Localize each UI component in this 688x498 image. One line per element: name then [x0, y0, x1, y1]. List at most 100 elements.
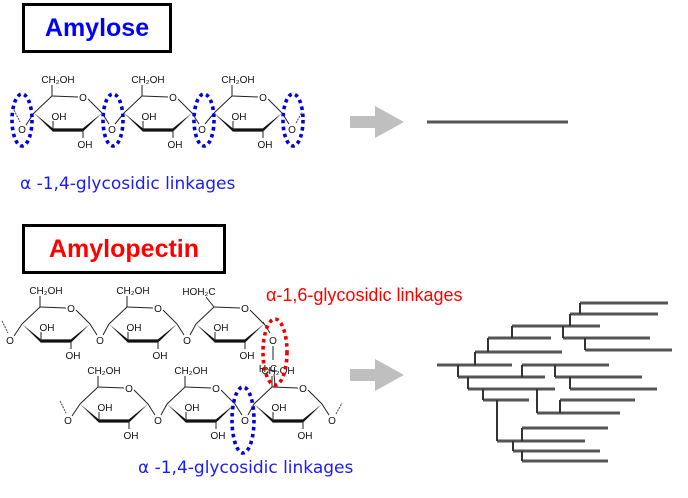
chain-end-bond [59, 400, 67, 414]
wedge-bond [167, 404, 186, 423]
ring-bond [141, 95, 169, 98]
hydroxyl-label: OH [78, 140, 93, 151]
hydroxymethyl-label: CH₂OH [87, 366, 120, 377]
ring-bond [39, 306, 67, 309]
glucose-unit: O CH₂OH OH OH [123, 75, 193, 151]
glycosidic-bond [147, 403, 156, 416]
wedge-bond [129, 404, 148, 423]
hydroxymethyl-label: CH₂OH [131, 75, 164, 86]
hydroxymethyl-label: CH₂OH [116, 286, 149, 297]
glycosidic-oxygen: O [6, 336, 14, 347]
glycosidic-bond [160, 403, 168, 416]
hydroxyl-label: OH [124, 431, 139, 442]
hydroxyl-label: OH [272, 403, 287, 414]
wedge-bond [254, 404, 273, 423]
ring-bond [177, 98, 193, 114]
ring-bond [75, 309, 91, 325]
glycosidic-oxygen: O [18, 125, 26, 136]
hydroxymethyl-label: CH₂OH [29, 286, 62, 297]
ring-bond [213, 95, 233, 114]
ring-bond [21, 306, 41, 325]
wedge-bond [34, 113, 53, 132]
ring-bond [307, 389, 323, 405]
wedge-bond [71, 324, 90, 343]
glycosidic-bond [234, 403, 243, 416]
hydroxyl-label: OH [40, 323, 55, 334]
ring-oxygen: O [299, 384, 307, 395]
glycosidic-oxygen: O [108, 125, 116, 136]
glycosidic-oxygen: O [241, 416, 249, 427]
glycosidic-bond [176, 323, 185, 336]
ring-bond [33, 95, 53, 114]
chain-end-bond [295, 111, 303, 124]
glycosidic-bond [89, 323, 98, 336]
glycosidic-bond [189, 323, 197, 336]
wedge-bond [83, 113, 102, 132]
glycosidic-bond [247, 403, 255, 416]
ring-oxygen: O [67, 304, 75, 315]
alpha-1-4-linkage-highlight [101, 92, 125, 148]
ring-bond [162, 309, 178, 325]
glycosidic-bond [321, 403, 330, 416]
wedge-bond [109, 324, 128, 343]
ring-oxygen: O [79, 93, 87, 104]
hydroxyl-label: OH [214, 323, 229, 334]
hydroxyl-label: OH [168, 140, 183, 151]
wedge-bond [173, 113, 192, 132]
amylopectin-linkage-caption: α -1,4-glycosidic linkages [138, 458, 354, 478]
wedge-bond [214, 113, 233, 132]
chain-end-bond [13, 109, 21, 123]
ring-bond [271, 386, 299, 389]
hydroxyl-label: OH [153, 351, 168, 362]
hydroxymethyl-label: CH₂OH [174, 366, 207, 377]
glycosidic-bond [13, 323, 23, 337]
hydroxyl-label: OH [240, 351, 255, 362]
amylopectin-title: Amylopectin [48, 234, 200, 263]
glycosidic-oxygen: O [198, 125, 206, 136]
amylose-linkage-caption: α -1,4-glycosidic linkages [20, 174, 236, 194]
hydroxyl-label: OH [52, 112, 67, 123]
glucose-unit: O HOH₂C OH OH [182, 287, 265, 362]
glycosidic-oxygen: O [64, 416, 72, 427]
wedge-bond [263, 113, 282, 132]
ring-bond [87, 98, 103, 114]
ring-bond [184, 386, 212, 389]
glucose-unit: O CH₂OH OH OH [21, 286, 91, 362]
branch-bond [273, 373, 276, 386]
hydroxymethyl-label: CH₂OH [261, 366, 294, 377]
wedge-bond [124, 113, 143, 132]
ring-oxygen: O [169, 93, 177, 104]
amylopectin-branch-caption: α-1,6-glycosidic linkages [266, 285, 463, 305]
ring-bond [108, 306, 128, 325]
hydroxyl-label: OH [142, 112, 157, 123]
hydroxyl-label: OH [127, 323, 142, 334]
hydroxyl-label: OH [66, 351, 81, 362]
alpha-1-4-linkage-highlight [281, 92, 305, 148]
hydroxymethyl-label: CH₂OH [41, 75, 74, 86]
glycosidic-bond [102, 323, 110, 336]
alpha-1-6-linkage-highlight [261, 317, 289, 387]
ring-bond [126, 306, 154, 309]
branch-oxygen: O [269, 336, 277, 347]
ring-bond [249, 309, 265, 325]
hydroxyl-label: OH [185, 403, 200, 414]
alpha-1-4-linkage-highlight [230, 385, 256, 455]
ring-bond [79, 386, 99, 405]
ring-oxygen: O [241, 304, 249, 315]
wedge-bond [216, 404, 235, 423]
wedge-bond [303, 404, 322, 423]
wedge-bond [158, 324, 177, 343]
glycosidic-oxygen: O [183, 336, 191, 347]
amylose-title: Amylose [44, 13, 150, 42]
ring-oxygen: O [212, 384, 220, 395]
hydroxymethyl-label: HOH₂C [182, 287, 215, 298]
hydroxymethyl-bond [205, 296, 215, 308]
wedge-bond [22, 324, 41, 343]
